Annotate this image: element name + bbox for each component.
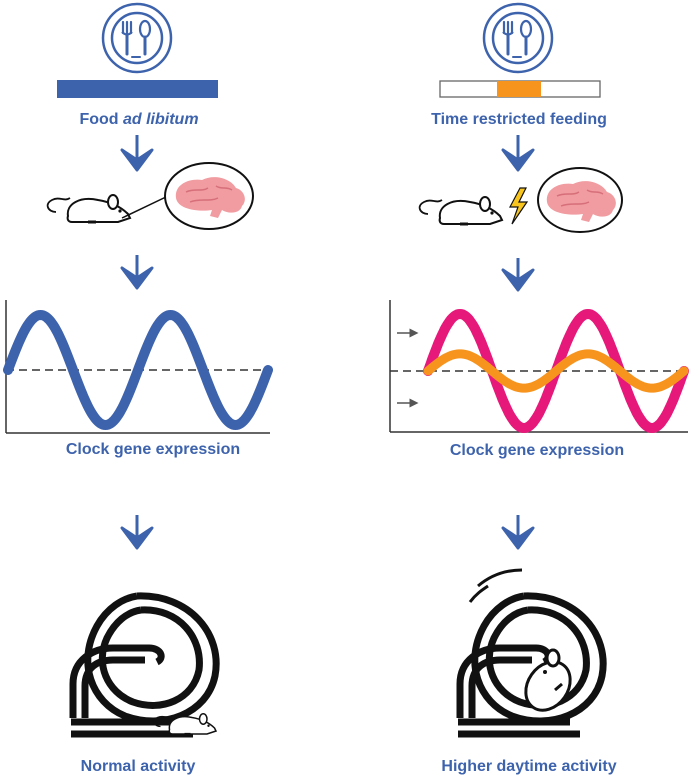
right-food-label: Time restricted feeding xyxy=(431,111,607,128)
right-brain-bubble xyxy=(537,167,623,233)
right-chart-label: Clock gene expression xyxy=(449,442,625,459)
right-series-line-1 xyxy=(423,349,689,393)
left-running-wheel-icon xyxy=(71,596,216,734)
left-food-label: Food ad libitum xyxy=(79,111,198,129)
left-plate-icon xyxy=(101,2,173,74)
right-mouse-icon xyxy=(418,195,504,226)
left-mouse-icon xyxy=(46,193,132,224)
running-mouse-icon xyxy=(524,648,572,712)
left-brain-bubble xyxy=(164,162,254,230)
left-food-label-prefix: Food xyxy=(79,111,123,128)
wheel-motion-lines xyxy=(468,568,523,603)
right-arrow-3 xyxy=(501,515,535,550)
left-chart-series xyxy=(3,309,273,431)
left-mouse-brain-connector xyxy=(121,195,169,219)
right-arrow-1 xyxy=(501,135,535,172)
right-arrow-2 xyxy=(501,258,535,292)
left-series-line-0 xyxy=(3,309,273,431)
left-chart-label: Clock gene expression xyxy=(65,441,241,458)
right-outcome-label: Higher daytime activity xyxy=(441,758,617,775)
left-arrow-2 xyxy=(120,255,154,290)
left-arrow-1 xyxy=(120,135,154,172)
left-feeding-bar xyxy=(57,80,218,98)
right-running-wheel-icon xyxy=(458,596,603,734)
lightning-icon xyxy=(509,187,529,225)
right-plate-icon xyxy=(482,2,554,74)
left-food-label-italic: ad libitum xyxy=(122,111,199,128)
right-chart-series xyxy=(423,308,689,434)
left-outcome-label: Normal activity xyxy=(80,758,196,775)
right-feeding-window xyxy=(497,81,541,97)
left-arrow-3 xyxy=(120,515,154,550)
